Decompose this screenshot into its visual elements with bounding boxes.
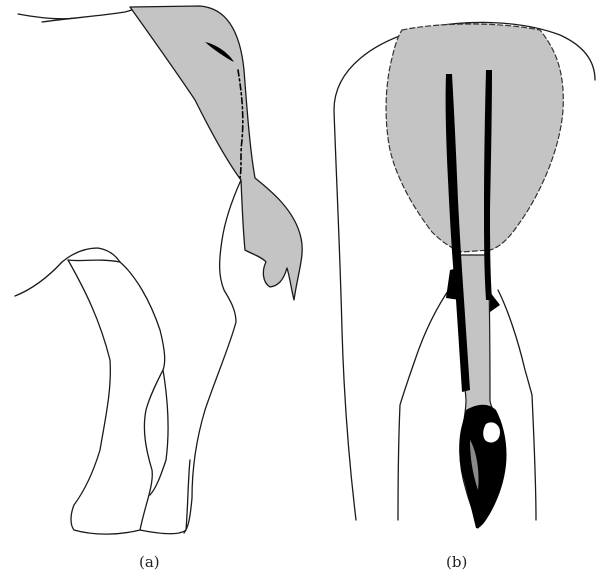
leg-outline-upper — [184, 180, 241, 533]
panel-b-drawing — [334, 22, 595, 528]
back-outline-inner — [18, 14, 75, 19]
hind-leg-back-outline — [68, 260, 140, 534]
panel-b-caption: (b) — [446, 553, 467, 571]
shaded-region-b — [386, 24, 563, 252]
panel-a-caption: (a) — [139, 553, 160, 571]
panel-a-drawing — [15, 6, 302, 534]
tail-tip-highlight — [483, 422, 500, 442]
inner-leg-right — [498, 290, 536, 520]
marking-patch-right — [490, 292, 500, 312]
marking-patch-left — [446, 268, 460, 300]
belly-outline — [15, 248, 120, 296]
back-outline — [42, 7, 142, 22]
inner-leg-left — [398, 285, 452, 520]
tail-tip-marking — [459, 405, 506, 528]
hind-leg-outline — [68, 260, 190, 534]
